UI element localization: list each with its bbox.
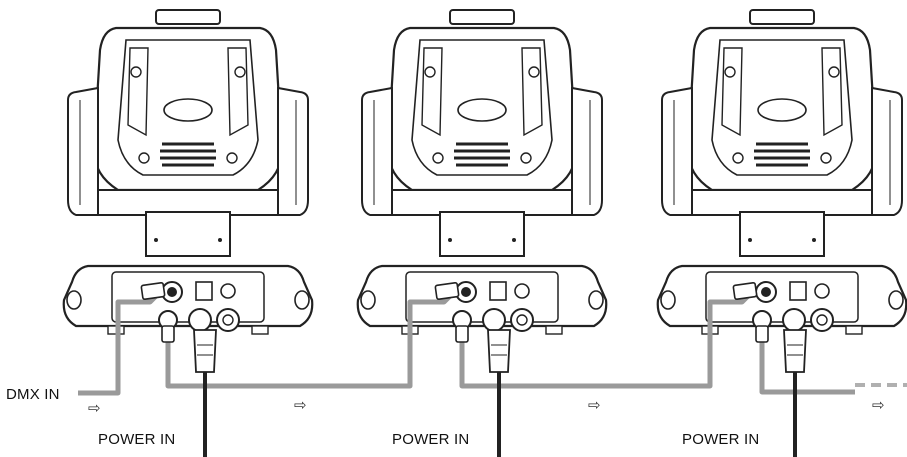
flow-arrow-icon: ⇨	[872, 396, 885, 414]
fixture-2	[356, 8, 608, 336]
dmx-cable-out	[759, 340, 855, 395]
power-in-label-3: POWER IN	[682, 431, 760, 448]
fixture-1	[62, 8, 314, 336]
dmx-cable-link-1	[165, 290, 456, 389]
power-cables	[193, 329, 807, 457]
power-in-label-2: POWER IN	[392, 431, 470, 448]
power-in-label-1: POWER IN	[98, 431, 176, 448]
dmx-cable-link-2	[459, 290, 754, 389]
fixture-3	[656, 8, 907, 336]
flow-arrow-icon: ⇨	[88, 399, 101, 417]
dmx-in-label: DMX IN	[6, 386, 60, 403]
flow-arrow-icon: ⇨	[294, 396, 307, 414]
flow-arrow-icon: ⇨	[588, 396, 601, 414]
dmx-plugs	[140, 281, 769, 343]
